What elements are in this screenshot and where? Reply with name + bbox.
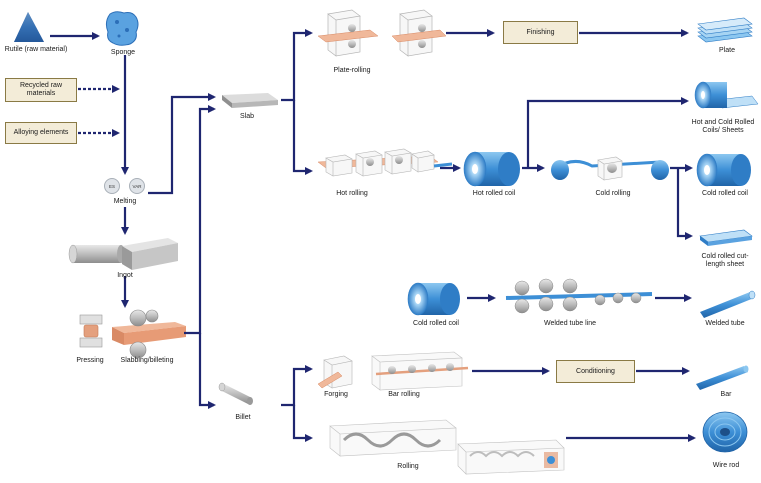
- cold-rolling-label: Cold rolling: [595, 190, 631, 197]
- cold-rolled-coil-right-label: Cold rolled coil: [702, 190, 748, 197]
- bar-rolling-label: Bar rolling: [388, 391, 420, 398]
- hot-rolled-coil-label: Hot rolled coil: [472, 190, 516, 197]
- bar-label: Bar: [720, 391, 732, 398]
- plate-label: Plate: [719, 47, 735, 54]
- bar-rolling-icon: [371, 351, 469, 391]
- billet-icon: [218, 382, 253, 405]
- slabbing-label: Slabbing/billeting: [120, 357, 174, 364]
- wire-rod-icon: [702, 411, 748, 453]
- ingot-label: Ingot: [117, 272, 133, 279]
- cold-rolled-coil-left-icon: [407, 282, 460, 316]
- billet-label: Billet: [235, 414, 251, 421]
- ingot-square-icon: [122, 238, 178, 270]
- finishing-box: Finishing: [503, 21, 578, 44]
- slab-icon: [222, 93, 278, 108]
- cold-rolled-sheet-label: Cold rolled cut-length sheet: [701, 253, 749, 268]
- wire-rod-label: Wire rod: [712, 462, 740, 469]
- plate-rolling-label: Plate-rolling: [333, 67, 371, 74]
- var-badge: VAR: [129, 178, 145, 194]
- welded-tube-line-label: Welded tube line: [543, 320, 597, 327]
- plate-stack-icon: [697, 17, 753, 43]
- forging-label: Forging: [324, 391, 348, 398]
- coils-sheets-icon: [694, 81, 759, 109]
- rolling-label: Rolling: [397, 463, 419, 470]
- welded-tube-line-icon: [505, 278, 653, 314]
- recycled-raw-materials-box: Recycled raw materials: [5, 78, 77, 102]
- bar-icon: [696, 365, 749, 390]
- pressing-icon: [79, 314, 103, 348]
- hot-rolling-line-icon: [317, 148, 453, 177]
- rutile-label: Rutile (raw material): [4, 46, 68, 53]
- pressing-label: Pressing: [76, 357, 104, 364]
- hot-cold-coils-label: Hot and Cold Rolled Coils/ Sheets: [691, 119, 755, 134]
- slabbing-billeting-icon: [112, 309, 186, 359]
- melting-label: Melting: [113, 198, 137, 205]
- es-badge: ES: [104, 178, 120, 194]
- conditioning-box: Conditioning: [556, 360, 635, 383]
- flow-arrows: [50, 29, 696, 442]
- wire-rolling-icon: [329, 419, 565, 475]
- ingot-round-icon: [68, 244, 125, 264]
- cold-rolled-coil-left-label: Cold rolled coil: [413, 320, 459, 327]
- sponge-icon: [105, 11, 139, 46]
- hot-rolled-coil-icon: [463, 151, 520, 187]
- alloying-elements-box: Alloying elements: [5, 122, 77, 144]
- rutile-icon: [14, 12, 44, 42]
- cut-length-sheet-icon: [699, 229, 753, 246]
- welded-tube-label: Welded tube: [705, 320, 745, 327]
- sponge-label: Sponge: [110, 49, 136, 56]
- welded-tube-icon: [700, 290, 756, 318]
- cold-rolling-icon: [551, 156, 669, 181]
- plate-rolling-icon: [317, 9, 447, 57]
- cold-rolled-coil-right-icon: [696, 153, 751, 187]
- slab-label: Slab: [239, 113, 254, 120]
- forging-icon: [317, 355, 353, 389]
- hot-rolling-label: Hot rolling: [336, 190, 368, 197]
